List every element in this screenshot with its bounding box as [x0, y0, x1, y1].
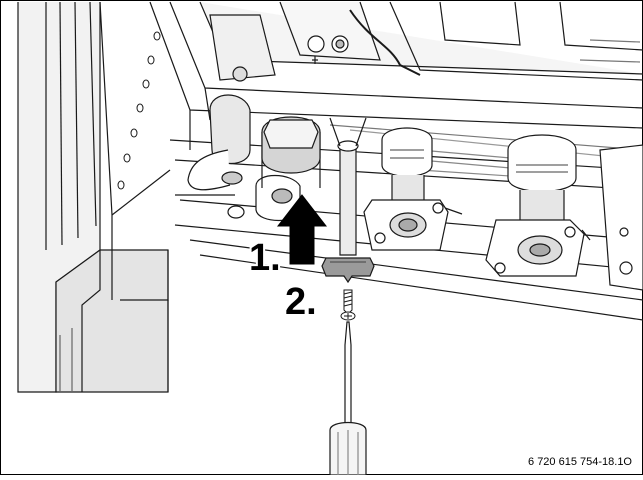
center-pipe: [321, 117, 375, 284]
up-arrow-icon: [276, 194, 328, 265]
reference-code: 6 720 615 754-18.1O: [528, 456, 632, 468]
right-edge-component: [599, 144, 643, 291]
right-fitting: [485, 134, 591, 277]
boiler-casing: [17, 1, 171, 393]
side-rail-holes: [117, 31, 161, 190]
step-label-1: 1.: [249, 237, 281, 279]
step-label-2: 2.: [285, 281, 317, 323]
upper-assembly: [149, 1, 643, 150]
left-fitting: [187, 94, 321, 221]
screw-icon: [340, 289, 356, 321]
screwdriver-icon: [329, 321, 367, 476]
middle-fitting: [363, 127, 463, 251]
